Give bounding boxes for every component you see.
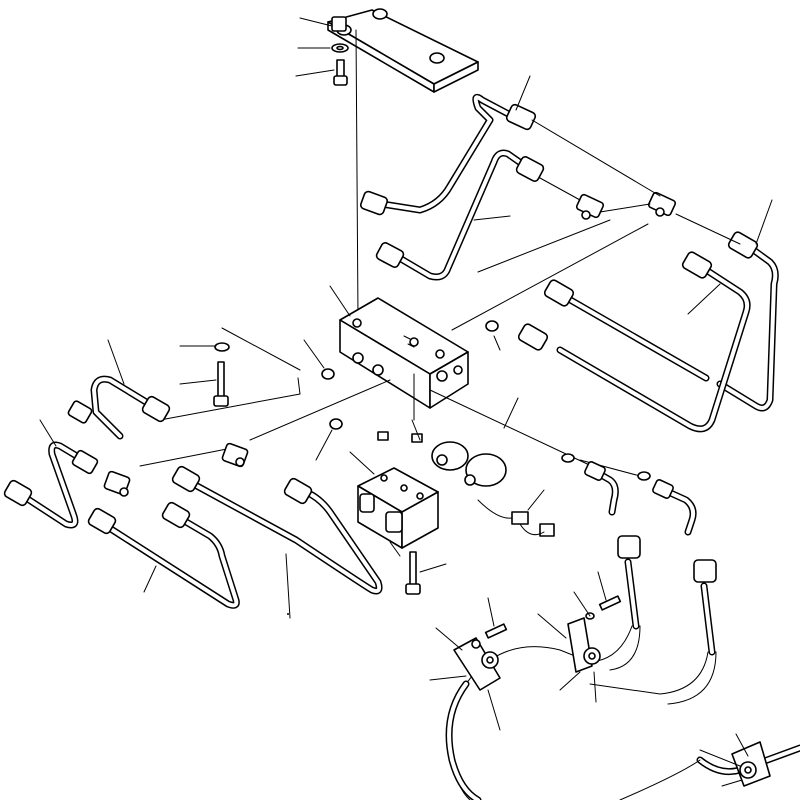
- hose-bundle: [445, 680, 800, 800]
- elbow-fitting: [584, 461, 619, 516]
- valve-block: [339, 297, 469, 409]
- hydraulic-pipe: [67, 375, 171, 440]
- solenoid-valve: [357, 467, 439, 549]
- hydraulic-pipe: [3, 441, 99, 529]
- bolt: [405, 551, 421, 595]
- hose-clamp: [453, 637, 501, 691]
- center-line: [355, 29, 359, 319]
- hose-clamp: [567, 617, 601, 673]
- elbow-fitting: [652, 479, 697, 536]
- solenoid-coil: [431, 441, 507, 487]
- mounting-plate: [327, 8, 479, 93]
- hydraulic-hose: [589, 559, 717, 705]
- plug: [321, 320, 499, 430]
- hydraulic-pipe: [716, 231, 779, 412]
- bolt: [333, 59, 348, 86]
- pipe-connector: [647, 191, 677, 217]
- pipe-tee: [221, 442, 249, 468]
- washer: [214, 342, 230, 352]
- hydraulic-pipe: [556, 251, 751, 433]
- leader-lines: [39, 17, 773, 787]
- hose-clamp: [731, 741, 771, 787]
- bolt: [484, 595, 622, 639]
- hydraulic-pipe: [543, 279, 710, 382]
- hydraulic-pipe: [171, 465, 383, 595]
- routing-lines: [139, 119, 741, 477]
- hydraulic-pipe: [517, 323, 549, 351]
- electrical-connector: [477, 499, 555, 537]
- pipe-connector: [575, 193, 605, 220]
- stray-mark: [287, 613, 289, 615]
- pipe-tee: [103, 470, 131, 497]
- hydraulic-pipe: [375, 149, 545, 281]
- small-parts: [377, 431, 423, 443]
- hydraulic-pipe: [359, 93, 537, 216]
- bolt: [213, 361, 229, 407]
- nut: [331, 16, 347, 32]
- hydraulic-pipe: [87, 501, 240, 609]
- o-ring: [561, 453, 651, 481]
- washer: [331, 43, 349, 53]
